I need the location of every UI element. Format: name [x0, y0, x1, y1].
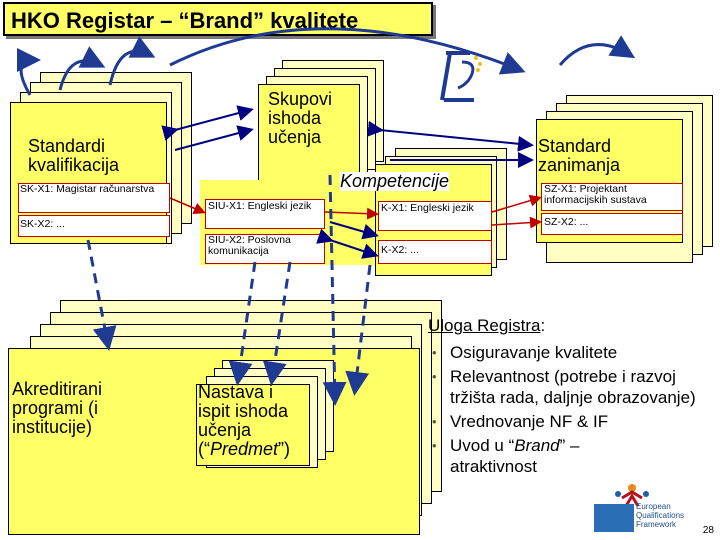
- entry-kx2: K-X2: ...: [381, 244, 419, 256]
- entry-siux2-box: [205, 234, 325, 264]
- curved-arrow: [108, 36, 156, 86]
- eqf-line2: Qualifications: [636, 511, 685, 520]
- page-number: 28: [702, 525, 714, 536]
- page-title: HKO Registar – “Brand” kvalitete: [3, 2, 433, 36]
- entry-skx1: SK-X1: Magistar računarstva: [20, 183, 155, 195]
- dashed-arrow: [322, 174, 347, 406]
- entry-szx1-box: [541, 183, 683, 211]
- standardi-kvalifikacija-label: Standardi kvalifikacija: [28, 136, 120, 175]
- dashed-arrow: [345, 264, 372, 396]
- dashed-arrow: [262, 261, 292, 386]
- dashed-arrow: [86, 239, 117, 351]
- link-arrow: [316, 228, 379, 259]
- role-item: • Uvod u “Brand” – atraktivnost: [428, 435, 630, 477]
- skupovi-ishoda-label: Skupovi ishoda učenja: [268, 89, 333, 147]
- role-colon: :: [540, 316, 546, 335]
- eqf-line1: European: [636, 502, 671, 511]
- entry-szx1: SZ-X1: Projektant informacijskih sustava: [544, 183, 647, 206]
- link-arrow: [174, 125, 254, 151]
- eqf-logo: European Qualifications Framework: [594, 472, 690, 534]
- nastava-predmet: Predmet: [210, 439, 279, 459]
- akreditirani-label: Akreditirani programi (i institucije): [12, 379, 103, 437]
- curved-arrow: [16, 48, 41, 96]
- nastava-label: Nastava i ispit ishoda učenja (“Predmet”…: [198, 383, 310, 459]
- bullet: •: [432, 438, 437, 453]
- red-arrow: [491, 216, 542, 229]
- red-arrow: [324, 207, 379, 220]
- link-arrow: [367, 120, 534, 152]
- entry-siux1: SIU-X1: Engleski jezik: [208, 200, 312, 212]
- bullet: •: [432, 414, 437, 429]
- hko-logo-icon: [440, 51, 482, 102]
- standard-zanimanja-label: Standard zanimanja: [538, 136, 621, 175]
- role-item-text: Relevantnost (potrebe i razvoj tržišta r…: [450, 367, 696, 407]
- role-item-text: Osiguravanje kvalitete: [450, 343, 618, 362]
- entry-skx2: SK-X2: ...: [20, 218, 65, 230]
- entry-kx1: K-X1: Engleski jezik: [381, 202, 474, 214]
- role-item: • Relevantnost (potrebe i razvoj tržišta …: [428, 366, 718, 408]
- entry-kx2-box: [378, 240, 492, 264]
- nastava-predmet-open: (“: [198, 439, 210, 459]
- curved-arrow: [58, 46, 106, 91]
- uloga-registra: Uloga Registra: •Osiguravanje kvalitete …: [428, 315, 718, 480]
- eqf-line3: Framework: [636, 520, 677, 529]
- role-item-text: Vrednovanje NF & IF: [450, 412, 609, 431]
- red-arrow: [491, 194, 542, 213]
- role-last-brand: Brand: [514, 436, 560, 455]
- entry-skx2-box: [18, 215, 170, 237]
- curved-arrow: [169, 27, 526, 75]
- curved-arrow: [558, 35, 636, 66]
- nastava-predmet-close: ”): [278, 439, 291, 459]
- role-heading: Uloga Registra: [428, 316, 541, 335]
- bullet: •: [432, 369, 437, 384]
- red-arrow: [169, 197, 206, 215]
- entry-skx1-box: [18, 183, 170, 213]
- entry-kx1-box: [378, 201, 492, 231]
- nastava-main: Nastava i ispit ishoda učenja: [198, 382, 289, 440]
- entry-siux2: SIU-X2: Poslovna komunikacija: [208, 234, 291, 257]
- role-item: • Vrednovanje NF & IF: [428, 411, 718, 432]
- entry-szx2: SZ-X2: ...: [544, 216, 589, 228]
- dashed-arrow: [228, 261, 257, 386]
- role-item: • Osiguravanje kvalitete: [428, 342, 718, 363]
- role-last-suffix: ” – atraktivnost: [450, 436, 580, 476]
- kompetencije-label: Kompetencije: [340, 171, 450, 191]
- role-last-prefix: Uvod u “: [450, 436, 515, 455]
- entry-siux1-box: [205, 199, 325, 229]
- bullet: •: [432, 345, 437, 360]
- link-arrow: [161, 105, 254, 141]
- link-arrow: [329, 221, 379, 240]
